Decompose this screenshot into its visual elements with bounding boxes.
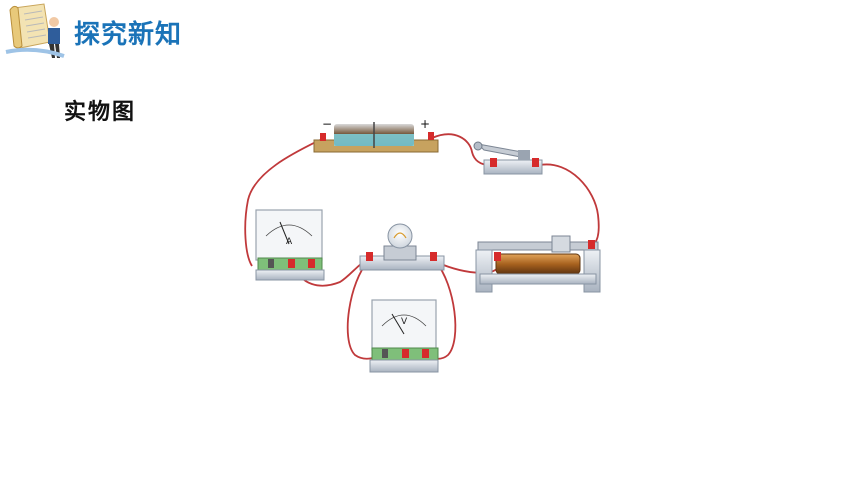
scroll-with-person-icon [5, 3, 65, 58]
header: 探究新知 [0, 0, 860, 62]
wire-battery-to-ammeter [244, 138, 323, 267]
voltmeter: V [369, 299, 439, 373]
bulb [359, 223, 445, 271]
battery-minus-label: − [322, 117, 332, 131]
battery-plus-label: + [420, 117, 430, 131]
switch [473, 141, 543, 175]
rheostat [475, 235, 601, 293]
section-label: 实物图 [64, 99, 137, 125]
wire-switch-to-rheostat [539, 163, 600, 247]
wire-battery-to-switch [431, 133, 491, 166]
voltmeter-unit-label: V [401, 317, 408, 327]
battery: − + [313, 117, 439, 153]
page-title: 探究新知 [74, 20, 183, 50]
ammeter: A [255, 209, 325, 281]
ammeter-unit-label: A [286, 237, 293, 247]
